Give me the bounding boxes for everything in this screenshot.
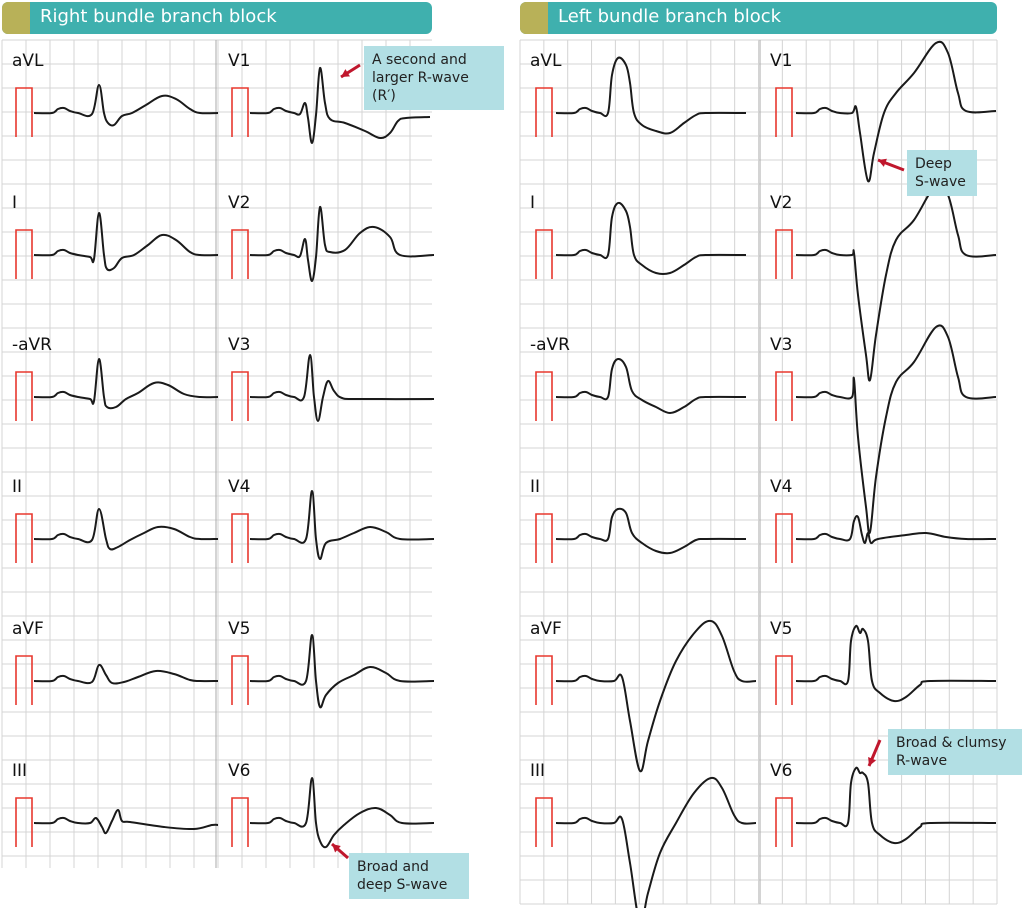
ecg-trace-v3 xyxy=(795,324,997,535)
calibration-pulse xyxy=(231,797,249,847)
lead-label-avf: aVF xyxy=(12,619,44,639)
ecg-trace-avl xyxy=(555,56,747,135)
lead-label-iii: III xyxy=(530,761,545,781)
callout-rbbb-v6: Broad and deep S-wave xyxy=(349,853,469,899)
lbbb-title: Left bundle branch block xyxy=(558,6,782,27)
ecg-trace-v5 xyxy=(795,624,997,703)
arrow-icon-rbbb-v1-head xyxy=(341,69,350,77)
calibration-pulse xyxy=(535,797,553,847)
calibration-pulse xyxy=(15,371,33,421)
calibration-pulse xyxy=(231,229,249,279)
calibration-pulse xyxy=(231,371,249,421)
calibration-pulse xyxy=(775,371,793,421)
calibration-pulse xyxy=(535,371,553,421)
ecg-trace-v6 xyxy=(249,777,435,849)
calibration-pulse xyxy=(15,655,33,705)
ecg-trace-neg-avr xyxy=(33,357,219,410)
lead-label-v6: V6 xyxy=(770,761,792,781)
arrow-icon-lbbb-v1-head xyxy=(878,158,887,167)
lead-label-v4: V4 xyxy=(228,477,250,497)
calibration-pulse xyxy=(231,513,249,563)
ecg-trace-avf xyxy=(555,619,757,773)
lead-label-i: I xyxy=(12,193,17,213)
lbbb-header: Left bundle branch block xyxy=(520,2,997,34)
calibration-pulse xyxy=(15,797,33,847)
ecg-trace-avl xyxy=(33,83,219,127)
ecg-trace-v3 xyxy=(249,354,435,422)
lead-label-v3: V3 xyxy=(228,335,250,355)
lead-label-v1: V1 xyxy=(228,51,250,71)
ecg-trace-v2 xyxy=(249,205,435,283)
calibration-pulse xyxy=(775,655,793,705)
calibration-pulse xyxy=(775,797,793,847)
calibration-pulse xyxy=(775,87,793,137)
callout-rbbb-v1: A second and larger R-wave (R′) xyxy=(364,46,504,110)
lead-label-avl: aVL xyxy=(12,51,44,71)
callout-lbbb-v1: Deep S-wave xyxy=(907,150,977,196)
calibration-pulse xyxy=(775,229,793,279)
calibration-pulse xyxy=(535,87,553,137)
arrow-icon-rbbb-v6-head xyxy=(332,844,341,853)
lead-label-v1: V1 xyxy=(770,51,792,71)
calibration-pulse xyxy=(15,229,33,279)
lead-label-v5: V5 xyxy=(228,619,250,639)
calibration-pulse xyxy=(15,87,33,137)
lead-label-avf: aVF xyxy=(530,619,562,639)
ecg-trace-avf xyxy=(33,663,219,685)
rbbb-header: Right bundle branch block xyxy=(2,2,432,34)
ecg-trace-iii xyxy=(33,809,219,835)
lead-label-v2: V2 xyxy=(770,193,792,213)
ecg-trace-v5 xyxy=(249,634,435,709)
lead-label-v2: V2 xyxy=(228,193,250,213)
lead-label-neg-avr: -aVR xyxy=(12,335,52,355)
calibration-pulse xyxy=(231,655,249,705)
lead-label-ii: II xyxy=(12,477,22,497)
lead-label-v6: V6 xyxy=(228,761,250,781)
ecg-trace-v1 xyxy=(249,66,431,145)
ecg-trace-i xyxy=(33,211,219,272)
calibration-pulse xyxy=(775,513,793,563)
ecg-trace-i xyxy=(555,201,747,276)
ecg-trace-ii xyxy=(33,507,219,551)
ecg-trace-v4 xyxy=(795,515,997,545)
lead-label-i: I xyxy=(530,193,535,213)
calibration-pulse xyxy=(231,87,249,137)
lead-label-v5: V5 xyxy=(770,619,792,639)
ecg-trace-neg-avr xyxy=(555,357,747,414)
lead-label-v3: V3 xyxy=(770,335,792,355)
calibration-pulse xyxy=(535,655,553,705)
ecg-trace-iii xyxy=(555,776,757,908)
lead-label-avl: aVL xyxy=(530,51,562,71)
calibration-pulse xyxy=(15,513,33,563)
lead-label-ii: II xyxy=(530,477,540,497)
ecg-trace-v1 xyxy=(795,40,997,183)
lead-label-iii: III xyxy=(12,761,27,781)
lead-label-v4: V4 xyxy=(770,477,792,497)
ecg-trace-ii xyxy=(555,507,747,555)
ecg-trace-v4 xyxy=(249,490,435,561)
rbbb-title: Right bundle branch block xyxy=(40,6,277,27)
calibration-pulse xyxy=(535,229,553,279)
ecg-trace-v6 xyxy=(795,766,997,845)
lead-label-neg-avr: -aVR xyxy=(530,335,570,355)
ecg-trace-v2 xyxy=(795,182,997,382)
callout-lbbb-v6: Broad & clumsy R-wave xyxy=(888,729,1022,775)
arrow-icon-lbbb-v6-head xyxy=(868,757,877,766)
calibration-pulse xyxy=(535,513,553,563)
